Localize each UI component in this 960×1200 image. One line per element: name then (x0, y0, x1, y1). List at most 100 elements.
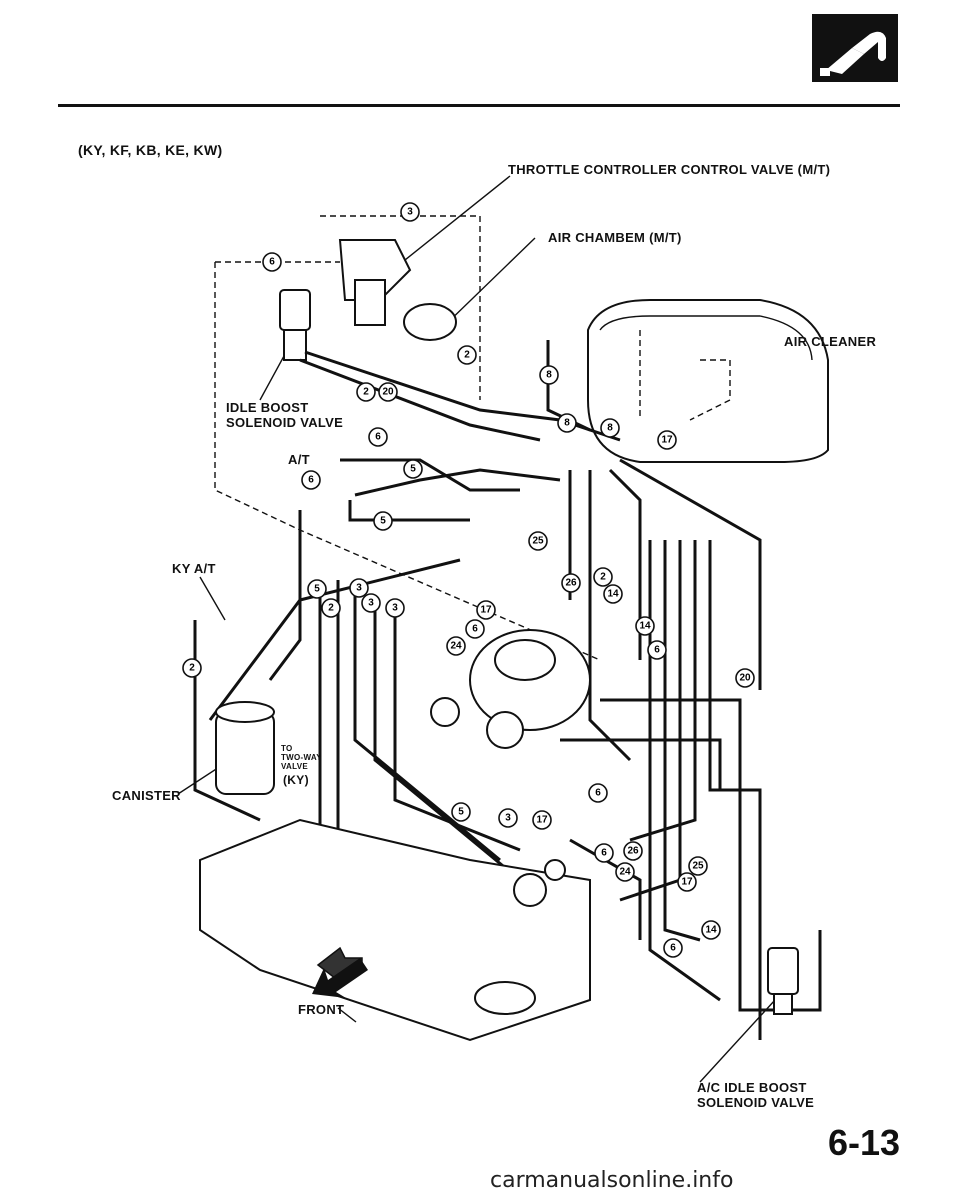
ky-label: (KY) (283, 773, 309, 787)
svg-text:6: 6 (670, 943, 676, 954)
svg-text:5: 5 (380, 516, 386, 527)
svg-text:6: 6 (308, 475, 314, 486)
hose-number-tag: 6 (465, 619, 485, 639)
hose-number-tag: 3 (400, 202, 420, 222)
svg-text:26: 26 (565, 578, 577, 589)
hose-number-tag: 8 (557, 413, 577, 433)
hose-number-tag: 6 (262, 252, 282, 272)
svg-text:3: 3 (505, 813, 511, 824)
hose-number-tag: 14 (635, 616, 655, 636)
svg-text:3: 3 (392, 603, 398, 614)
svg-text:25: 25 (532, 536, 544, 547)
svg-text:20: 20 (739, 673, 751, 684)
svg-text:17: 17 (480, 605, 492, 616)
hose-number-tag: 26 (623, 841, 643, 861)
svg-text:2: 2 (600, 572, 606, 583)
ac-idle-boost-label-line2: SOLENOID VALVE (697, 1095, 815, 1110)
svg-text:2: 2 (363, 387, 369, 398)
front-arrow-icon (312, 958, 368, 998)
to-two-way-label-line1: TO (281, 744, 293, 753)
hose-number-tag: 3 (498, 808, 518, 828)
svg-text:5: 5 (314, 584, 320, 595)
model-codes: (KY, KF, KB, KE, KW) (78, 142, 223, 158)
hose-number-tag: 17 (476, 600, 496, 620)
svg-text:17: 17 (661, 435, 673, 446)
hose-number-tag: 17 (677, 872, 697, 892)
hose-number-tag: 6 (588, 783, 608, 803)
to-two-way-label-line3: VALVE (281, 762, 308, 771)
at-label: A/T (288, 452, 310, 467)
svg-text:14: 14 (705, 925, 717, 936)
hose-number-tag: 3 (349, 578, 369, 598)
svg-text:8: 8 (546, 370, 552, 381)
hose-number-tag: 3 (385, 598, 405, 618)
ac-idle-boost-label-line1: A/C IDLE BOOST (697, 1080, 807, 1095)
svg-text:17: 17 (536, 815, 548, 826)
hose-number-tag: 25 (528, 531, 548, 551)
ky-at-label: KY A/T (172, 561, 216, 576)
svg-text:5: 5 (458, 807, 464, 818)
svg-text:2: 2 (189, 663, 195, 674)
hose-number-tag: 6 (368, 427, 388, 447)
hose-number-tag: 14 (701, 920, 721, 940)
hose-number-tag: 17 (532, 810, 552, 830)
to-two-way-label-line2: TWO-WAY (281, 753, 322, 762)
svg-text:25: 25 (692, 861, 704, 872)
hose-number-tag: 5 (451, 802, 471, 822)
hose-number-tag: 5 (307, 579, 327, 599)
idle-boost-label-line1: IDLE BOOST (226, 400, 309, 415)
air-cleaner-label: AIR CLEANER (784, 334, 877, 349)
svg-text:14: 14 (607, 589, 619, 600)
svg-text:8: 8 (564, 418, 570, 429)
hose-number-tag: 2 (182, 658, 202, 678)
svg-text:24: 24 (450, 641, 462, 652)
hose-number-tag: 8 (600, 418, 620, 438)
hose-number-tag: 2 (321, 598, 341, 618)
hose-number-tag: 6 (301, 470, 321, 490)
svg-text:3: 3 (407, 207, 413, 218)
svg-text:6: 6 (472, 624, 478, 635)
svg-text:24: 24 (619, 867, 631, 878)
hose-number-tag: 5 (373, 511, 393, 531)
svg-text:8: 8 (607, 423, 613, 434)
svg-text:5: 5 (410, 464, 416, 475)
throttle-controller-label: THROTTLE CONTROLLER CONTROL VALVE (M/T) (508, 162, 831, 177)
hose-number-tag: 2 (593, 567, 613, 587)
svg-text:3: 3 (368, 598, 374, 609)
air-chamber-label: AIR CHAMBEM (M/T) (548, 230, 682, 245)
page-number: 6-13 (827, 1122, 900, 1163)
hose-number-tag: 6 (647, 640, 667, 660)
canister-label: CANISTER (112, 788, 181, 803)
svg-text:2: 2 (464, 350, 470, 361)
hose-number-tag: 5 (403, 459, 423, 479)
hose-number-tag: 20 (735, 668, 755, 688)
svg-text:6: 6 (654, 645, 660, 656)
hose-number-tag: 6 (594, 843, 614, 863)
idle-boost-label-line2: SOLENOID VALVE (226, 415, 344, 430)
svg-text:6: 6 (601, 848, 607, 859)
hose-number-tag: 20 (378, 382, 398, 402)
front-label: FRONT (298, 1002, 345, 1017)
hose-number-tag: 26 (561, 573, 581, 593)
svg-text:6: 6 (269, 257, 275, 268)
hose-number-tag: 8 (539, 365, 559, 385)
svg-text:2: 2 (328, 603, 334, 614)
hose-number-tag: 3 (361, 593, 381, 613)
watermark: carmanualsonline.info (490, 1168, 734, 1193)
fuel-pump-nozzle-icon (812, 14, 898, 82)
hose-number-tag: 2 (356, 382, 376, 402)
svg-text:17: 17 (681, 877, 693, 888)
svg-text:14: 14 (639, 621, 651, 632)
hose-number-tag: 24 (446, 636, 466, 656)
hose-number-tag: 14 (603, 584, 623, 604)
hose-number-tag: 25 (688, 856, 708, 876)
hose-number-tag: 24 (615, 862, 635, 882)
svg-text:26: 26 (627, 846, 639, 857)
header-rule (58, 104, 900, 107)
hose-number-tag: 2 (457, 345, 477, 365)
svg-text:6: 6 (595, 788, 601, 799)
hose-number-tag: 6 (663, 938, 683, 958)
svg-text:6: 6 (375, 432, 381, 443)
